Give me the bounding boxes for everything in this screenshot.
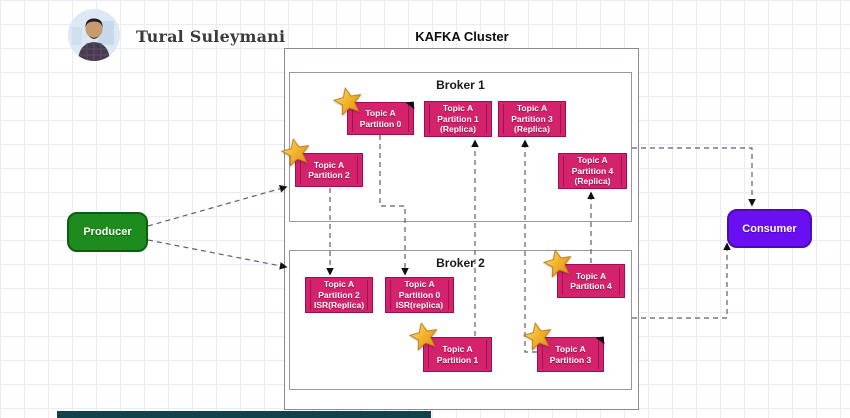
corner-arrow-icon xyxy=(595,336,605,346)
partition-label-line: Partition 1 xyxy=(437,113,479,124)
partition-label-line: Topic A xyxy=(442,103,474,114)
partition-label-line: Partition 0 xyxy=(398,289,441,300)
star-icon xyxy=(278,134,314,170)
star-icon xyxy=(406,318,442,354)
diagram-title: KAFKA Cluster xyxy=(415,29,509,44)
partition-label-line: (Replica) xyxy=(514,124,550,135)
consumer-label: Consumer xyxy=(742,222,797,235)
partition-label-line: Topic A xyxy=(555,344,586,354)
author-name: Tural Suleymani xyxy=(136,27,286,46)
partition-label-line: (Replica) xyxy=(574,176,611,187)
star-icon xyxy=(330,83,366,119)
star-icon xyxy=(540,245,576,281)
partition-label-line: Partition 2 xyxy=(308,170,350,180)
broker2-label: Broker 2 xyxy=(436,256,485,270)
partition-label-line: Partition 4 xyxy=(571,165,614,176)
partition-label-line: Partition 1 xyxy=(436,354,479,365)
connector-broker2-to-consumer xyxy=(632,242,731,319)
partition-label-line: Topic A xyxy=(404,279,435,290)
partition-label-line: Topic A xyxy=(442,344,473,354)
partition-label-line: Partition 0 xyxy=(359,118,402,129)
broker1-label: Broker 1 xyxy=(436,78,485,92)
star-icon xyxy=(520,318,556,354)
partition-label-line: Topic A xyxy=(313,159,345,170)
partition-label-line: ISR(Replica) xyxy=(313,300,365,311)
bottom-bar xyxy=(57,411,431,418)
partition-label-line: (Replica) xyxy=(440,124,476,135)
partition-label-line: Partition 3 xyxy=(511,113,553,124)
producer-label: Producer xyxy=(83,226,132,238)
producer-node: Producer xyxy=(67,212,148,252)
partition-label-line: ISR(replica) xyxy=(395,300,444,311)
partition-label-line: Partition 4 xyxy=(570,281,612,291)
connector-broker1-to-consumer xyxy=(632,147,756,207)
connector-producer-to-broker2 xyxy=(147,239,288,270)
partition-label-line: Topic A xyxy=(323,279,355,290)
author-avatar xyxy=(68,9,120,61)
corner-arrow-icon xyxy=(405,101,415,111)
person-photo-icon xyxy=(68,9,120,61)
partition-label-line: Topic A xyxy=(575,270,607,281)
partition-label-line: Topic A xyxy=(577,155,608,166)
partition-label-line: Partition 2 xyxy=(318,289,360,300)
partition-label-line: Topic A xyxy=(365,108,396,118)
partition-label-line: Partition 3 xyxy=(549,354,592,365)
connector-producer-to-broker1 xyxy=(147,184,288,227)
consumer-node: Consumer xyxy=(727,209,812,248)
partition-label-line: Topic A xyxy=(516,103,548,114)
